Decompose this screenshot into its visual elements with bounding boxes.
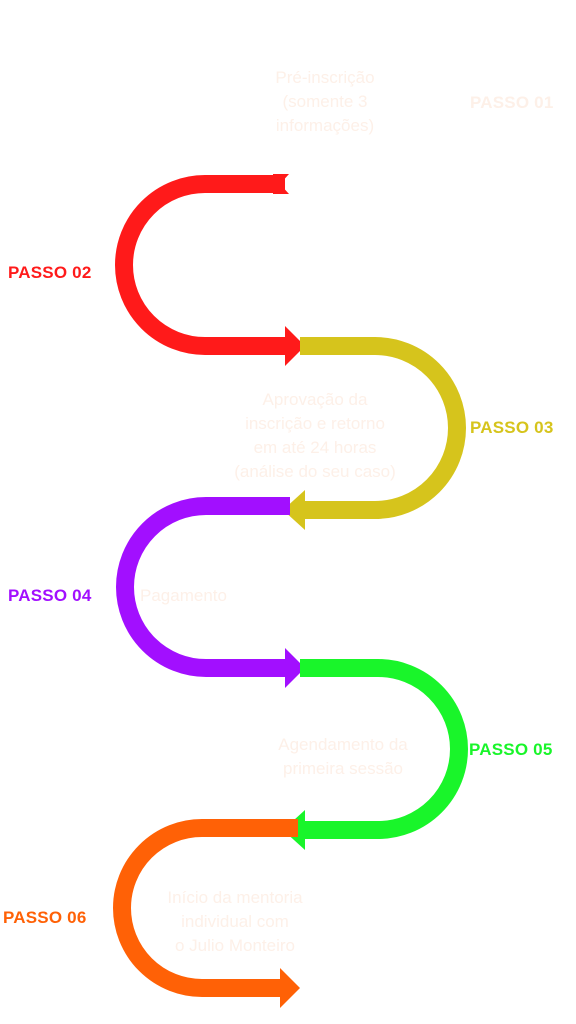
step-05-description: Agendamento da primeira sessão [278,735,408,778]
step-06-curve [113,819,298,997]
step-01-label: PASSO 01 [470,93,554,112]
step-02-tail-notch [273,174,289,194]
step-06-label: PASSO 06 [3,908,87,927]
step-02-arrowhead [285,326,305,366]
step-04-label: PASSO 04 [8,586,92,605]
step-01-description: Pré-inscrição (somente 3 informações) [275,68,375,135]
step-04-description: Pagamento [140,586,227,605]
step-03-description: Aprovação da inscrição e retorno em até … [234,390,396,481]
step-06-arrowhead [280,968,300,1008]
step-06-description: Início da mentoria individual com o Juli… [167,888,303,955]
step-03-curve [300,337,466,519]
step-05-label: PASSO 05 [469,740,553,759]
step-03-arrowhead [283,490,305,530]
step-02-curve [115,175,285,355]
step-04-arrowhead [285,648,305,688]
step-02-label: PASSO 02 [8,263,92,282]
step-05-curve [300,659,468,839]
step-04-curve [116,497,290,677]
step-03-label: PASSO 03 [470,418,554,437]
